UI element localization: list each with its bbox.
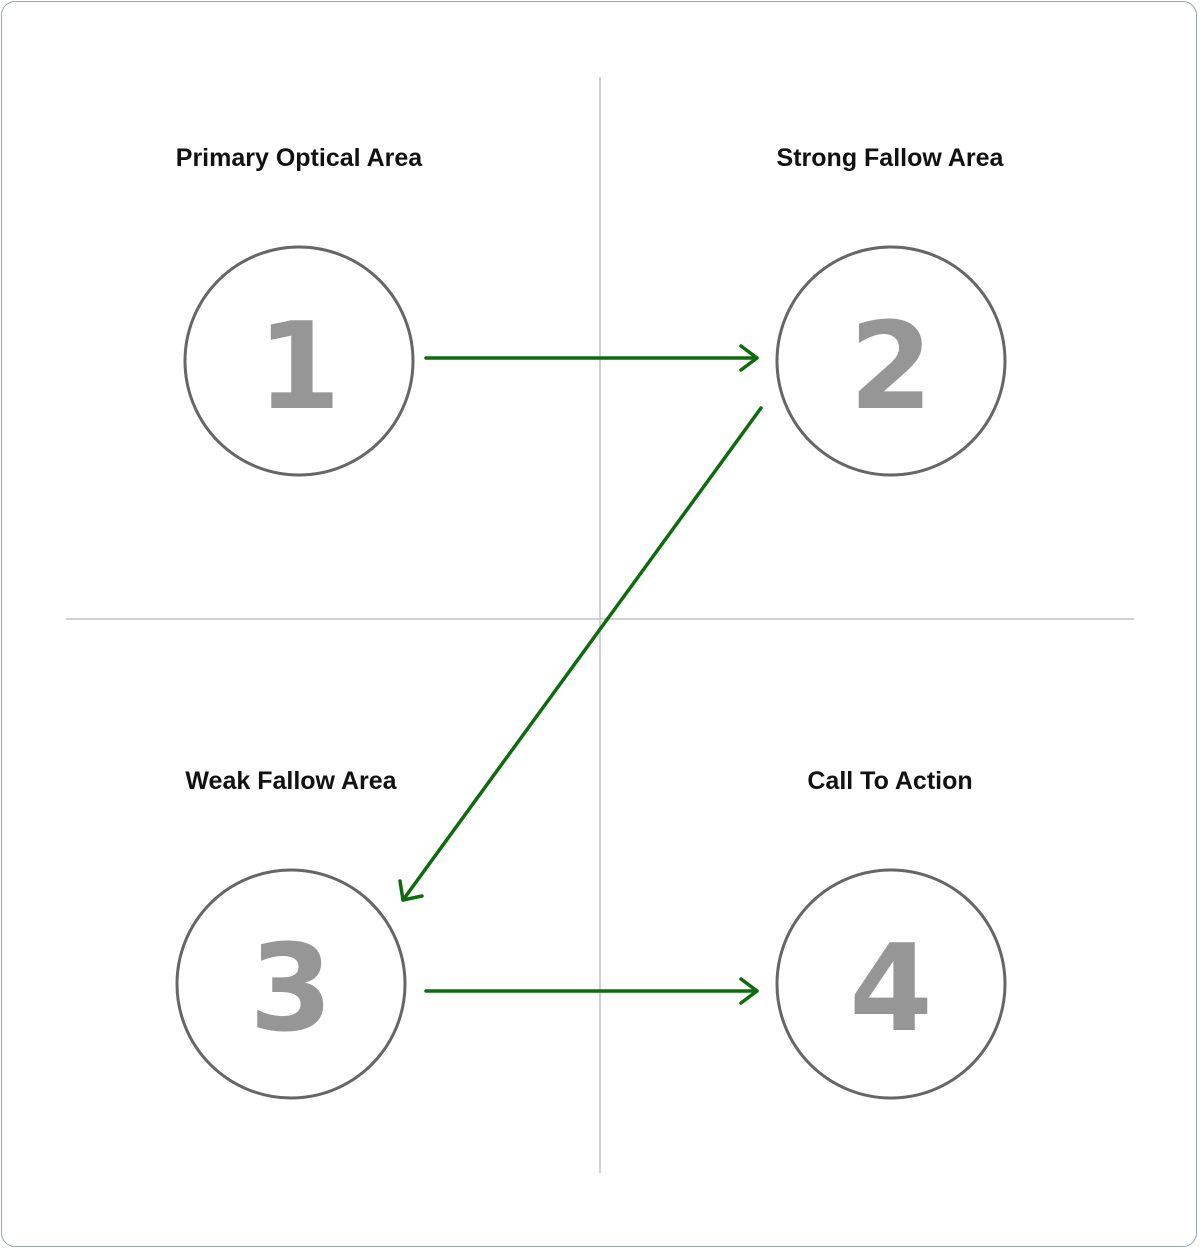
flow-arrow-3-to-4 — [424, 977, 759, 1005]
step-number: 2 — [849, 298, 933, 437]
step-node-2: 2 — [775, 245, 1007, 477]
flow-arrow-1-to-2 — [424, 344, 759, 372]
step-node-4: 4 — [775, 868, 1007, 1100]
quadrant-label-primary-optical-area: Primary Optical Area — [176, 144, 424, 172]
quadrant-label-weak-fallow-area: Weak Fallow Area — [185, 767, 397, 795]
step-node-3: 3 — [175, 868, 407, 1100]
step-circle — [775, 245, 1007, 477]
step-circle — [775, 868, 1007, 1100]
flow-arrow-2-to-3 — [398, 406, 763, 902]
step-circle — [175, 868, 407, 1100]
quadrant-label-call-to-action: Call To Action — [807, 767, 972, 795]
step-node-1: 1 — [183, 245, 415, 477]
step-number: 1 — [257, 298, 341, 437]
quadrant-label-strong-fallow-area: Strong Fallow Area — [777, 144, 1005, 172]
step-number: 3 — [249, 920, 333, 1059]
step-number: 4 — [849, 920, 933, 1059]
step-circle — [183, 245, 415, 477]
